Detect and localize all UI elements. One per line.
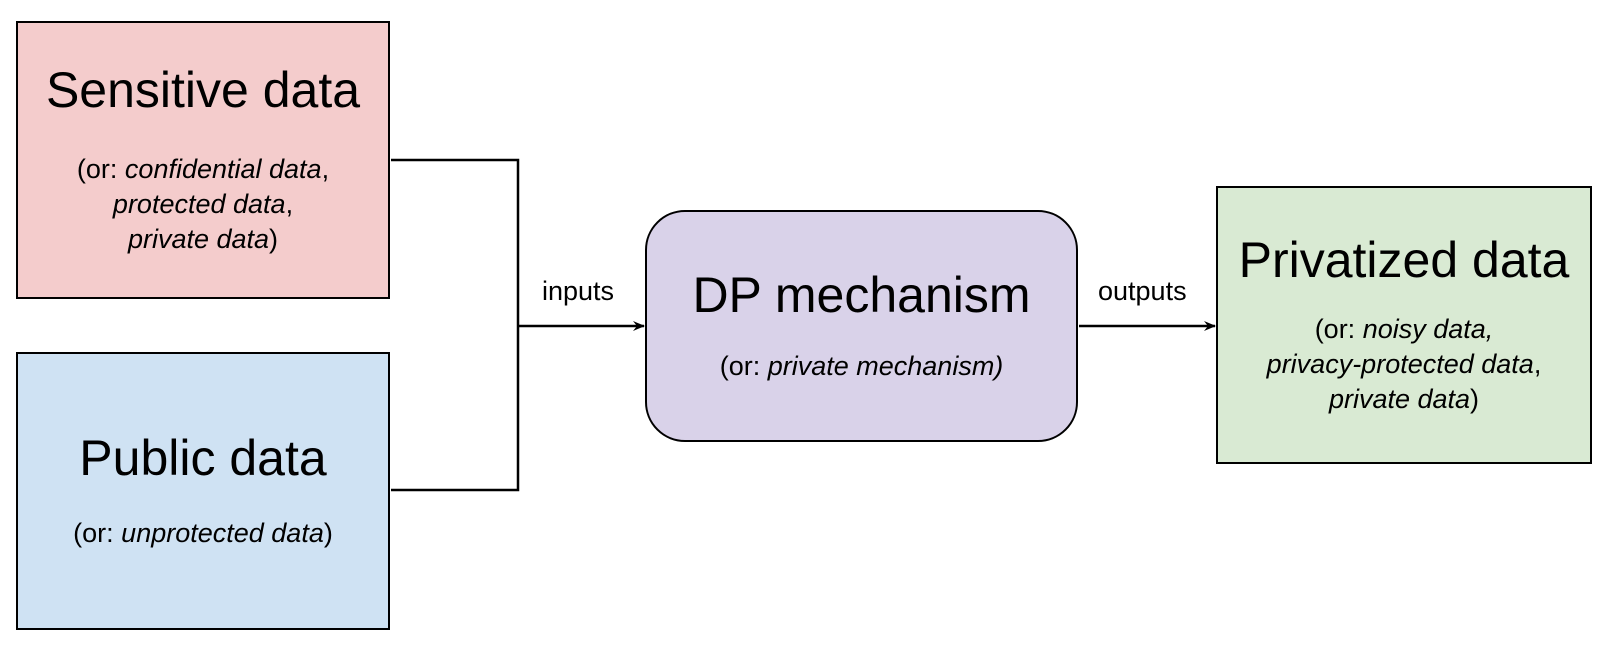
public-sub-prefix: (or:: [73, 518, 122, 548]
privatized-sep-2: ,: [1533, 349, 1542, 379]
dp-mechanism-box: DP mechanism (or: private mechanism): [645, 210, 1078, 442]
sensitive-alt-confidential: confidential data: [124, 154, 322, 184]
sensitive-sep-2: ,: [285, 189, 294, 219]
inputs-label: inputs: [542, 276, 615, 306]
privatized-data-box: Privatized data (or: noisy data, privacy…: [1216, 186, 1592, 464]
privatized-alt-noisy: noisy data,: [1362, 314, 1494, 344]
sensitive-data-title: Sensitive data: [45, 62, 361, 118]
mechanism-alt-private: private mechanism): [767, 351, 1004, 381]
privatized-close: ): [1470, 384, 1480, 414]
public-alt-unprotected: unprotected data: [121, 518, 324, 548]
sensitive-data-box: Sensitive data (or: confidential data, p…: [16, 21, 390, 299]
privatized-alt-privacy-protected: privacy-protected data: [1266, 349, 1534, 379]
sensitive-connector: [391, 158, 520, 492]
public-data-title: Public data: [79, 430, 327, 486]
sensitive-alt-protected: protected data: [112, 189, 286, 219]
mechanism-sub-prefix: (or:: [719, 351, 768, 381]
privatized-data-title: Privatized data: [1238, 232, 1570, 288]
sensitive-sub-prefix: (or:: [76, 154, 125, 184]
outputs-label: outputs: [1098, 276, 1187, 306]
privatized-sub-prefix: (or:: [1314, 314, 1363, 344]
sensitive-sep-1: ,: [321, 154, 330, 184]
dp-mechanism-alternatives: (or: private mechanism): [720, 349, 1004, 384]
sensitive-close: ): [269, 224, 279, 254]
public-close: ): [323, 518, 333, 548]
dp-mechanism-title: DP mechanism: [692, 267, 1031, 323]
sensitive-alt-private: private data: [127, 224, 270, 254]
privatized-alt-private: private data: [1328, 384, 1471, 414]
public-data-alternatives: (or: unprotected data): [73, 516, 333, 551]
sensitive-data-alternatives: (or: confidential data, protected data, …: [77, 152, 329, 257]
public-data-box: Public data (or: unprotected data): [16, 352, 390, 630]
privatized-data-alternatives: (or: noisy data, privacy-protected data,…: [1267, 312, 1542, 417]
